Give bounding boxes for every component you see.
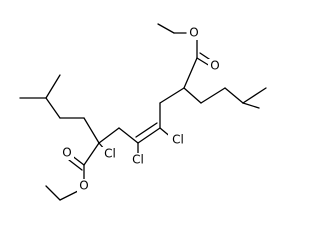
bond-ethyl-ch3-ch2-top	[157, 23, 175, 34]
chlorine-quaternary-label: Cl	[104, 147, 116, 161]
bond-methine-ch2-top	[159, 87, 185, 104]
bond-quat-carbonyl	[83, 142, 100, 166]
bond-ch2-quaternary	[98, 127, 120, 144]
bond-ethyl-low	[45, 185, 61, 201]
bond-o-ethyl-low	[59, 190, 79, 201]
bond-chain-2	[200, 87, 226, 104]
oxygen-carbonyl-low-label: O	[62, 146, 71, 160]
oxygen-ester-low-label: O	[79, 179, 88, 193]
bond-quat-chain-4	[45, 74, 61, 99]
bond-methine-chain-1	[183, 87, 202, 104]
vinyl-dichloride-core	[98, 102, 173, 155]
quaternary-branch	[19, 74, 106, 201]
chlorine-vinyl-right-label: Cl	[172, 133, 184, 147]
bond-quat-chain-3	[45, 97, 61, 119]
molecule-structure-diagram: O O Cl Cl Cl O O	[19, 23, 267, 201]
oxygen-carbonyl-top-label: O	[210, 59, 219, 73]
bond-chain-5	[242, 102, 260, 109]
upper-ester-branch	[157, 23, 267, 109]
atom-labels: O O Cl Cl Cl O O	[60, 26, 222, 193]
chlorine-vinyl-left-label: Cl	[132, 153, 144, 167]
bond-carbonyl-methine-top	[183, 57, 198, 89]
bond-vinyl-double-1	[137, 127, 161, 144]
bond-c-double-o-low-2	[68, 159, 83, 171]
bond-chain-3	[224, 87, 244, 104]
bond-vinyl-double-2	[135, 122, 158, 138]
bond-c-double-o-top-1	[196, 57, 211, 67]
bond-vinyl-left-ch2	[118, 127, 139, 144]
bond-quat-chain-1	[83, 117, 100, 144]
oxygen-ester-top-label: O	[189, 26, 198, 40]
bond-chain-4	[242, 87, 267, 104]
